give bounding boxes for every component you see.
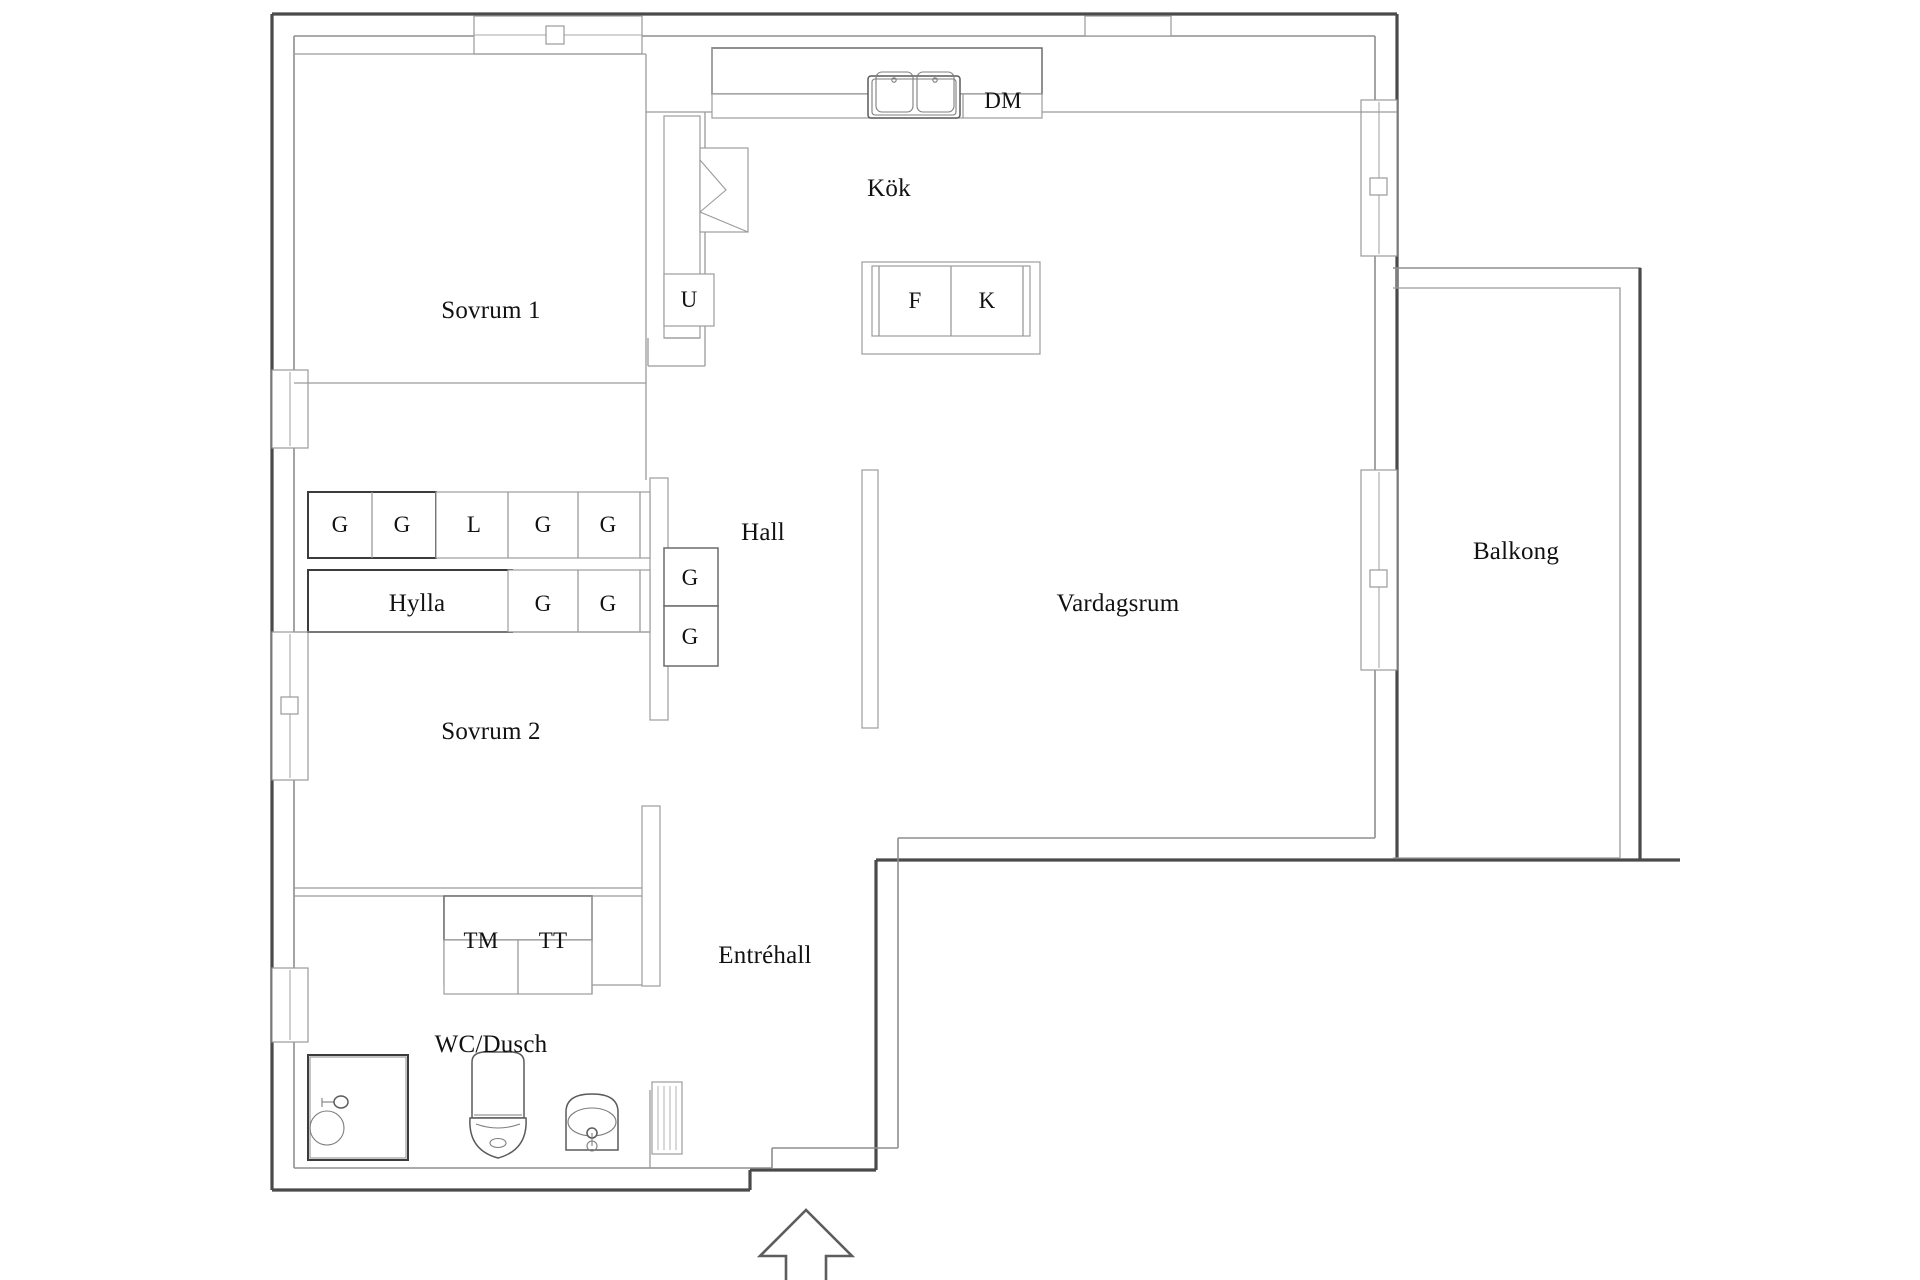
wardrobe-label-top-2: G — [393, 512, 411, 537]
fridge-freezer-block — [861, 261, 1041, 355]
window-top-sovrum1 — [473, 15, 643, 55]
window-right-upper — [1360, 99, 1398, 257]
wardrobe-row-bottom — [307, 569, 651, 633]
room-label-hall: Hall — [741, 519, 785, 546]
room-label-kok: Kök — [867, 175, 911, 202]
shower-enclosure — [307, 1054, 409, 1161]
toilet-fixture — [469, 1051, 527, 1159]
room-label-entrehall: Entréhall — [718, 942, 812, 969]
room-label-vardagsrum: Vardagsrum — [1056, 590, 1180, 617]
sovrum1-partitions — [294, 53, 647, 480]
window-left-lower — [271, 967, 309, 1043]
room-label-sovrum-2: Sovrum 2 — [441, 718, 541, 745]
appliance-label-oven: U — [680, 287, 698, 312]
window-left-mid — [271, 631, 309, 781]
wardrobe-label-bottom-2: G — [534, 591, 552, 616]
wardrobe-label-hylla: Hylla — [388, 590, 446, 617]
wardrobe-row-top — [307, 491, 651, 559]
sovrum2-partitions — [294, 631, 651, 889]
radiator-fixture — [651, 1081, 683, 1155]
appliance-label-washer: TM — [463, 928, 499, 953]
wardrobe-label-top-5: G — [599, 512, 617, 537]
room-label-balkong: Balkong — [1472, 538, 1560, 565]
laundry-appliances — [443, 895, 593, 995]
entrance-arrow — [756, 1208, 856, 1280]
window-right-lower — [1360, 469, 1398, 671]
appliance-label-fridge: K — [978, 288, 996, 313]
wardrobe-label-top-4: G — [534, 512, 552, 537]
oven-column — [647, 115, 749, 367]
appliance-label-dryer: TT — [538, 928, 568, 953]
washbasin-fixture — [565, 1093, 619, 1152]
room-label-sovrum-1: Sovrum 1 — [441, 297, 541, 324]
wardrobe-label-col-2: G — [681, 624, 699, 649]
wardrobe-label-top-3: L — [466, 512, 482, 537]
appliance-label-freezer: F — [908, 288, 922, 313]
appliance-label-dishwasher: DM — [984, 88, 1022, 113]
wardrobe-label-bottom-3: G — [599, 591, 617, 616]
wardrobe-label-top-1: G — [331, 512, 349, 537]
window-top-kitchen — [1084, 15, 1172, 37]
kitchen-sink-fixture — [867, 71, 961, 119]
window-left-upper — [271, 369, 309, 449]
room-label-wc-dusch: WC/Dusch — [434, 1031, 548, 1058]
balcony-structure — [1393, 267, 1642, 860]
wardrobe-label-col-1: G — [681, 565, 699, 590]
wardrobe-column-pair — [663, 547, 719, 667]
wc-dusch-walls — [293, 1042, 651, 1168]
